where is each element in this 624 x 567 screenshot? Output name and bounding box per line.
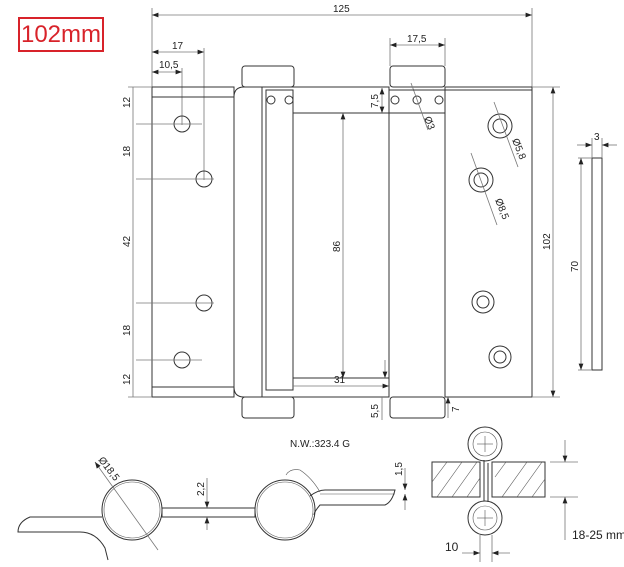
svg-text:5,5: 5,5 xyxy=(370,404,381,418)
svg-text:17: 17 xyxy=(172,41,184,52)
svg-text:2,2: 2,2 xyxy=(196,482,207,496)
svg-text:Ø8,5: Ø8,5 xyxy=(492,197,510,222)
dim-height: 102 xyxy=(532,86,560,398)
svg-text:18-25 mm: 18-25 mm xyxy=(572,528,624,542)
svg-text:102: 102 xyxy=(542,233,553,250)
dim-hole-offsets: 17 10,5 xyxy=(152,41,205,180)
svg-text:125: 125 xyxy=(333,4,350,15)
spring-body xyxy=(261,86,390,398)
section-view: Ø18,5 2,2 1,5 xyxy=(17,455,408,561)
svg-text:70: 70 xyxy=(570,260,581,272)
svg-text:42: 42 xyxy=(122,235,133,247)
svg-text:10,5: 10,5 xyxy=(159,60,179,71)
svg-text:3: 3 xyxy=(594,132,600,143)
svg-text:Ø3: Ø3 xyxy=(421,115,436,132)
svg-text:31: 31 xyxy=(334,375,346,386)
right-leaf: Ø5,8 Ø8,5 xyxy=(389,86,533,398)
dim-spring-length: 86 xyxy=(332,113,346,378)
svg-text:Ø18,5: Ø18,5 xyxy=(96,455,122,484)
dim-small-hole: Ø3 xyxy=(410,82,437,132)
svg-text:7: 7 xyxy=(451,406,462,412)
dim-bottom-offset: 5,5 xyxy=(370,397,383,420)
svg-text:Ø5,8: Ø5,8 xyxy=(509,137,527,162)
svg-text:10: 10 xyxy=(445,540,459,554)
size-badge: 102mm xyxy=(18,17,104,52)
svg-text:12: 12 xyxy=(122,373,133,385)
svg-text:18: 18 xyxy=(122,145,133,157)
side-view: 3 70 xyxy=(570,132,617,371)
svg-text:86: 86 xyxy=(332,240,343,252)
install-view: 18-25 mm 10 xyxy=(431,426,624,562)
dim-overall-width: 125 xyxy=(151,4,533,88)
right-knuckle: 17,5 xyxy=(389,34,446,419)
svg-text:7,5: 7,5 xyxy=(370,94,381,108)
dim-gap: 31 xyxy=(293,360,389,389)
dim-bottom-right: 7 xyxy=(445,397,462,418)
svg-text:18: 18 xyxy=(122,324,133,336)
dim-top-offset: 7,5 xyxy=(370,88,385,113)
svg-text:12: 12 xyxy=(122,96,133,108)
svg-text:17,5: 17,5 xyxy=(407,34,427,45)
net-weight: N.W.:323.4 G xyxy=(290,439,350,450)
dim-vertical-spacing: 12 18 42 18 12 xyxy=(122,86,152,398)
left-leaf xyxy=(136,86,235,398)
left-knuckle xyxy=(233,65,295,419)
svg-text:1,5: 1,5 xyxy=(394,462,405,476)
